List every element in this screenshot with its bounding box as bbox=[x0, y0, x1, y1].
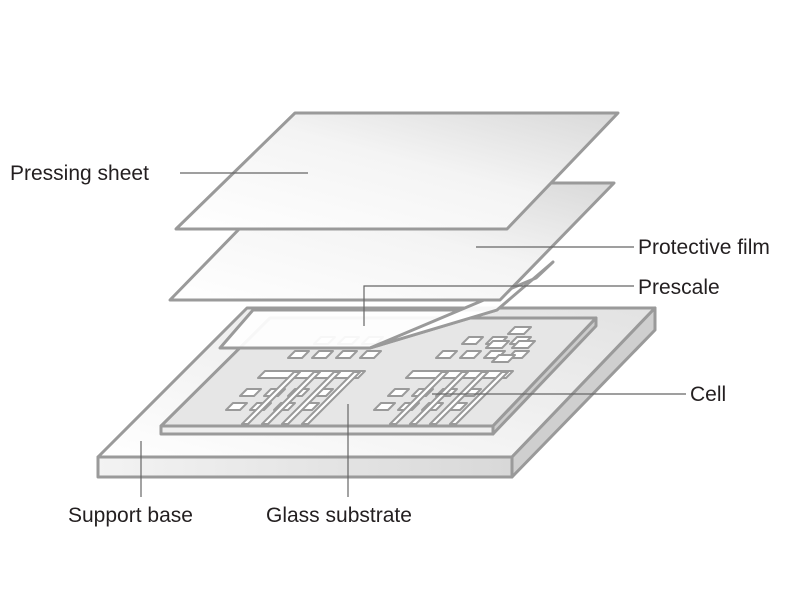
cell-strip bbox=[261, 371, 321, 425]
cell-electrode bbox=[287, 350, 310, 359]
cell-pattern-group bbox=[225, 326, 536, 425]
cell-label: Cell bbox=[690, 383, 726, 406]
support-base-label: Support base bbox=[68, 504, 193, 527]
cell-strip bbox=[281, 371, 341, 425]
cell-strip bbox=[449, 371, 509, 425]
cell-electrode bbox=[335, 350, 358, 359]
glass-substrate-label: Glass substrate bbox=[266, 504, 412, 527]
cell-strip bbox=[389, 371, 449, 425]
cell-strip bbox=[409, 371, 469, 425]
cell-electrode bbox=[491, 354, 516, 363]
cell-strip bbox=[429, 371, 489, 425]
cell-strip bbox=[241, 371, 301, 425]
cell-electrode bbox=[387, 388, 410, 397]
cell-electrode bbox=[485, 340, 510, 349]
cell-electrode bbox=[459, 350, 482, 359]
pressing-sheet-label: Pressing sheet bbox=[10, 162, 149, 185]
protective-film-label: Protective film bbox=[638, 236, 770, 259]
cell-electrode bbox=[311, 350, 334, 359]
cell-electrode bbox=[507, 326, 532, 335]
cell-electrode bbox=[511, 340, 536, 349]
cell-electrode bbox=[359, 350, 382, 359]
prescale-leader bbox=[363, 285, 634, 326]
cell-electrode bbox=[435, 350, 458, 359]
cell-electrode bbox=[461, 336, 484, 345]
cell-electrode bbox=[239, 388, 262, 397]
cell-electrode bbox=[225, 402, 248, 411]
cell-strip bbox=[301, 371, 361, 425]
pressing-sheet-layer bbox=[174, 111, 620, 231]
prescale-label: Prescale bbox=[638, 276, 720, 299]
cell-electrode bbox=[373, 402, 396, 411]
